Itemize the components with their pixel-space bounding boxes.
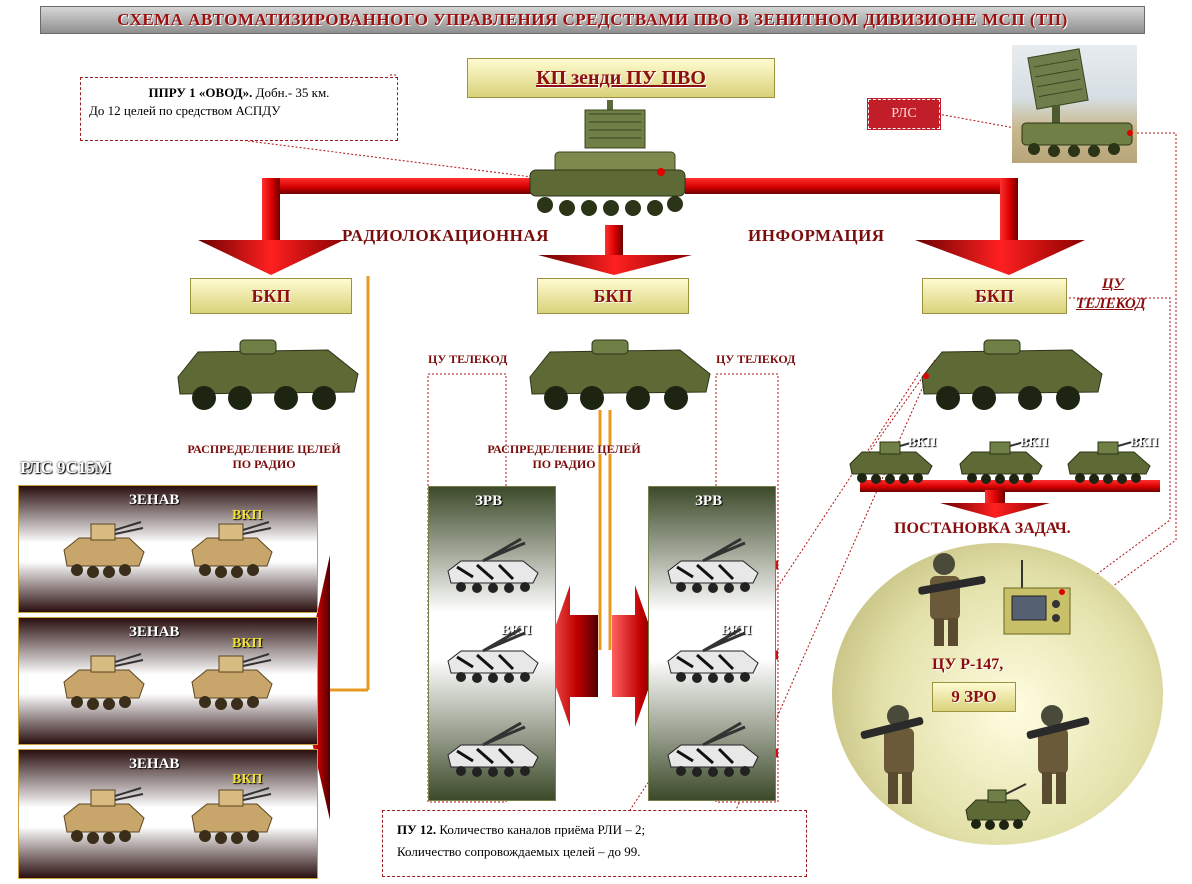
soldier-manpads-icon	[1026, 705, 1090, 804]
distribution-left-line2: ПО РАДИО	[232, 457, 296, 471]
zenav-label: ЗЕНАВ	[129, 624, 180, 640]
rls-tag: РЛС	[867, 98, 941, 130]
radar-vehicle-icon	[1012, 45, 1137, 163]
red-arrowhead-left	[198, 240, 344, 275]
cu-telekod-right: ЦУ ТЕЛЕКОД	[716, 352, 796, 366]
distribution-center-line2: ПО РАДИО	[532, 457, 596, 471]
telekod-label-right: ТЕЛЕКОД	[1076, 296, 1146, 312]
label-information: ИНФОРМАЦИЯ	[748, 226, 885, 245]
pu12-targets: Количество сопровождаемых целей – до 99.	[397, 843, 641, 859]
red-drop-vkp	[985, 490, 1005, 504]
launcher-vehicle-icon	[447, 627, 539, 683]
red-band-right	[685, 178, 1015, 194]
launcher-vehicle-icon	[667, 627, 759, 683]
distribution-left-line1: РАСПРЕДЕЛЕНИЕ ЦЕЛЕЙ	[187, 442, 341, 456]
label-radiolocation: РАДИОЛОКАЦИОННАЯ	[342, 226, 549, 245]
zrv-label: ЗРВ	[695, 493, 723, 509]
red-drop-center	[605, 225, 623, 255]
zrv-panel-left: ЗРВ ВКП	[428, 486, 556, 801]
zenav-label: ЗЕНАВ	[129, 756, 180, 772]
vkp-label: ВКП	[232, 772, 263, 787]
btr-vehicle-icon	[921, 339, 1103, 410]
zenav-panel-2: ЗЕНАВ ВКП	[18, 617, 318, 745]
vkp-label: ВКП	[908, 434, 937, 449]
page-title: СХЕМА АВТОМАТИЗИРОВАННОГО УПРАВЛЕНИЯ СРЕ…	[40, 6, 1145, 34]
bmp-vehicle-icon	[849, 438, 933, 484]
bmp-vehicle-icon	[1067, 438, 1151, 484]
bkp-box-left: БКП	[190, 278, 352, 314]
pu12-name: ПУ 12.	[397, 822, 437, 837]
command-post-box: КП зенди ПУ ПВО	[467, 58, 775, 98]
vkp-label: ВКП	[232, 508, 263, 523]
red-drop-left	[262, 178, 280, 240]
zenav-label: ЗЕНАВ	[129, 492, 180, 508]
red-arrowhead-vkp	[940, 503, 1050, 518]
command-vehicle-icon	[529, 100, 686, 216]
zsu-vehicle-icon	[63, 653, 145, 710]
btr-vehicle-icon	[177, 339, 359, 410]
arrow-to-zrv-left	[545, 585, 598, 727]
red-arrowhead-center	[538, 255, 692, 275]
zrv-label: ЗРВ	[475, 493, 503, 509]
radio-station-icon	[1003, 560, 1071, 635]
bkp-box-center: БКП	[537, 278, 689, 314]
bmp-vehicle-icon	[965, 783, 1031, 830]
zro-box: 9 ЗРО	[932, 682, 1016, 712]
ovod-callout: ППРУ 1 «ОВОД». Добн.- 35 км. До 12 целей…	[80, 77, 398, 141]
ovod-name: ППРУ 1 «ОВОД».	[148, 85, 253, 100]
vkp-label: ВКП	[1020, 434, 1049, 449]
launcher-vehicle-icon	[667, 537, 759, 593]
pu12-channels: Количество каналов приёма РЛИ – 2;	[436, 822, 646, 837]
distribution-left: РАСПРЕДЕЛЕНИЕ ЦЕЛЕЙ ПО РАДИО	[172, 442, 356, 472]
cu-telekod-left: ЦУ ТЕЛЕКОД	[428, 352, 508, 366]
distribution-center-line1: РАСПРЕДЕЛЕНИЕ ЦЕЛЕЙ	[487, 442, 641, 456]
vkp-label: ВКП	[232, 636, 263, 651]
soldier-manpads-icon	[860, 705, 924, 804]
zsu-vehicle-icon	[63, 521, 145, 578]
cu-r147-label: ЦУ Р-147,	[932, 656, 1004, 673]
distribution-center: РАСПРЕДЕЛЕНИЕ ЦЕЛЕЙ ПО РАДИО	[470, 442, 658, 472]
btr-vehicle-icon	[529, 339, 711, 410]
zenav-panel-1: ЗЕНАВ ВКП	[18, 485, 318, 613]
soldier-manpads-icon	[918, 553, 986, 646]
zsu-vehicle-icon	[191, 787, 273, 844]
pu12-callout: ПУ 12. Количество каналов приёма РЛИ – 2…	[382, 810, 807, 877]
ovod-targets: До 12 целей по средством АСПДУ	[89, 102, 281, 118]
zenav-panel-3: ЗЕНАВ ВКП	[18, 749, 318, 879]
vkp-label: ВКП	[1130, 434, 1159, 449]
launcher-vehicle-icon	[447, 721, 539, 777]
zrv-panel-right: ЗРВ ВКП	[648, 486, 776, 801]
launcher-vehicle-icon	[667, 721, 759, 777]
zsu-vehicle-icon	[63, 787, 145, 844]
zsu-vehicle-icon	[191, 521, 273, 578]
red-arrowhead-right	[915, 240, 1085, 275]
task-setting-label: ПОСТАНОВКА ЗАДАЧ.	[894, 520, 1071, 537]
arrow-to-zrv-right	[612, 585, 660, 727]
bmp-vehicle-icon	[959, 438, 1043, 484]
bkp-box-right: БКП	[922, 278, 1067, 314]
launcher-vehicle-icon	[447, 537, 539, 593]
ovod-range: Добн.- 35 км.	[252, 85, 330, 100]
red-band-vkp	[860, 480, 1160, 492]
zsu-vehicle-icon	[191, 653, 273, 710]
red-drop-right	[1000, 178, 1018, 240]
cu-label-right: ЦУ	[1102, 276, 1125, 292]
red-band-left	[262, 178, 532, 194]
rls-9s15m-label: РЛС 9С15М	[20, 458, 111, 477]
